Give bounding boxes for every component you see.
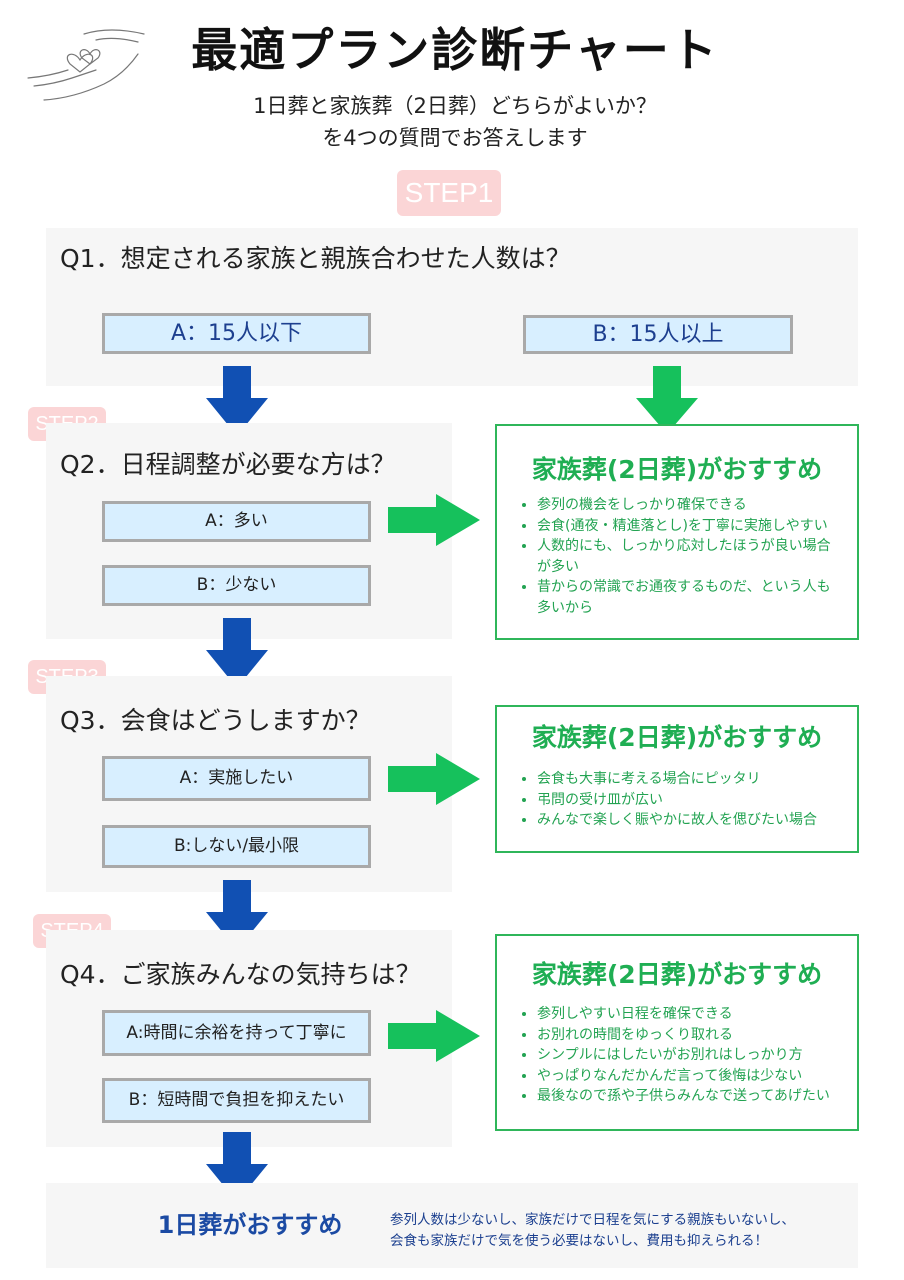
q3-option-b-button[interactable]: B:しない/最小限 [102, 825, 371, 868]
list-item: やっぱりなんだかんだ言って後悔は少ない [537, 1066, 857, 1087]
subtitle-line-2: を4つの質問でお答えします [322, 126, 588, 150]
list-item: 参列の機会をしっかり確保できる [537, 495, 857, 516]
list-item: 最後なので孫や子供らみんなで送ってあげたい [537, 1086, 857, 1107]
page-title: 最適プラン診断チャート [191, 23, 719, 77]
green-right-arrow-icon [388, 1010, 480, 1062]
final-result-line-1: 参列人数は少ないし、家族だけで日程を気にする親族もいないし、 [390, 1212, 795, 1228]
blue-down-arrow-icon [206, 880, 268, 950]
recommendation-list: 会食も大事に考える場合にピッタリ 弔問の受け皿が広い みんなで楽しく賑やかに故人… [497, 769, 857, 831]
q4-question: Q4．ご家族みんなの気持ちは？ [60, 960, 421, 989]
q3-option-a-button[interactable]: A：実施したい [102, 756, 371, 801]
green-right-arrow-icon [388, 494, 480, 546]
recommendation-list: 参列しやすい日程を確保できる お別れの時間をゆっくり取れる シンプルにはしたいが… [497, 1004, 857, 1107]
list-item: 会食(通夜・精進落とし)を丁寧に実施しやすい [537, 516, 857, 537]
list-item: 参列しやすい日程を確保できる [537, 1004, 857, 1025]
blue-down-arrow-icon [206, 1132, 268, 1202]
page-subtitle: 1日葬と家族葬（2日葬）どちらがよいか？ を4つの質問でお答えします [150, 90, 760, 154]
recommendation-title: 家族葬(2日葬)がおすすめ [531, 960, 823, 989]
q4-option-a-button[interactable]: A:時間に余裕を持って丁寧に [102, 1010, 371, 1056]
hands-hearts-icon [27, 29, 145, 101]
final-result-title: 1日葬がおすすめ [157, 1211, 343, 1239]
final-result-panel [46, 1183, 858, 1268]
q1-option-b-button[interactable]: B：15人以上 [523, 315, 793, 354]
list-item: 昔からの常識でお通夜するものだ、という人も多いから [537, 577, 857, 618]
q2-option-b-button[interactable]: B：少ない [102, 565, 371, 606]
green-right-arrow-icon [388, 753, 480, 805]
green-down-arrow-icon [636, 366, 698, 434]
q1-panel [46, 228, 858, 386]
list-item: お別れの時間をゆっくり取れる [537, 1025, 857, 1046]
recommendation-list: 参列の機会をしっかり確保できる 会食(通夜・精進落とし)を丁寧に実施しやすい 人… [497, 495, 857, 618]
blue-down-arrow-icon [206, 366, 268, 436]
list-item: 弔問の受け皿が広い [537, 790, 857, 811]
final-result-line-2: 会食も家族だけで気を使う必要はないし、費用も抑えられる！ [390, 1233, 768, 1249]
recommendation-card-3: 家族葬(2日葬)がおすすめ 参列しやすい日程を確保できる お別れの時間をゆっくり… [495, 934, 859, 1131]
q1-question: Q1．想定される家族と親族合わせた人数は？ [60, 244, 571, 273]
recommendation-title: 家族葬(2日葬)がおすすめ [531, 455, 823, 484]
q2-question: Q2．日程調整が必要な方は？ [60, 450, 396, 479]
recommendation-card-1: 家族葬(2日葬)がおすすめ 参列の機会をしっかり確保できる 会食(通夜・精進落と… [495, 424, 859, 640]
blue-down-arrow-icon [206, 618, 268, 688]
recommendation-title: 家族葬(2日葬)がおすすめ [531, 723, 823, 752]
q2-option-a-button[interactable]: A：多い [102, 501, 371, 542]
final-result-text: 参列人数は少ないし、家族だけで日程を気にする親族もいないし、 会食も家族だけで気… [390, 1210, 795, 1252]
subtitle-line-1: 1日葬と家族葬（2日葬）どちらがよいか？ [253, 94, 657, 118]
recommendation-card-2: 家族葬(2日葬)がおすすめ 会食も大事に考える場合にピッタリ 弔問の受け皿が広い… [495, 705, 859, 853]
q3-question: Q3．会食はどうしますか？ [60, 706, 371, 735]
q4-option-b-button[interactable]: B：短時間で負担を抑えたい [102, 1078, 371, 1123]
list-item: 人数的にも、しっかり応対したほうが良い場合が多い [537, 536, 857, 577]
list-item: シンプルにはしたいがお別れはしっかり方 [537, 1045, 857, 1066]
list-item: 会食も大事に考える場合にピッタリ [537, 769, 857, 790]
step1-badge: STEP1 [397, 170, 501, 216]
list-item: みんなで楽しく賑やかに故人を偲びたい場合 [537, 810, 857, 831]
q1-option-a-button[interactable]: A：15人以下 [102, 313, 371, 354]
